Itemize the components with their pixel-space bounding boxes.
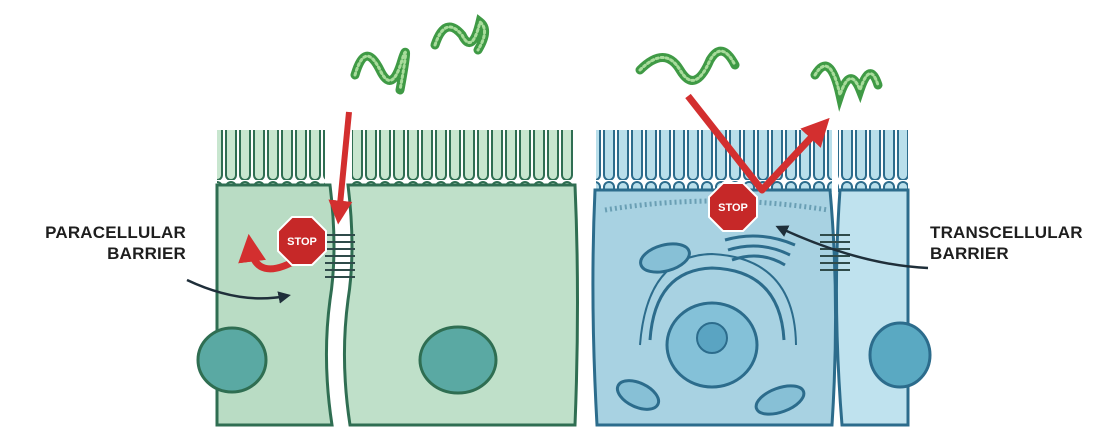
nucleus-middle bbox=[420, 327, 496, 393]
paracellular-barrier-label: PARACELLULAR BARRIER bbox=[10, 222, 186, 264]
microvilli-blue-cell bbox=[596, 130, 832, 192]
paracellular-entry-arrow bbox=[339, 112, 349, 215]
stop-sign-paracellular: STOP bbox=[278, 217, 326, 265]
stop-label-left: STOP bbox=[287, 236, 317, 248]
microvilli-middle-cell bbox=[352, 130, 574, 192]
nucleus-left bbox=[198, 328, 266, 392]
paracellular-line-1: PARACELLULAR bbox=[10, 222, 186, 243]
microvilli-right-cell bbox=[838, 130, 908, 192]
pathogen-3 bbox=[640, 51, 735, 80]
transcellular-barrier-label: TRANSCELLULAR BARRIER bbox=[930, 222, 1115, 264]
microvilli-left-cell bbox=[217, 130, 325, 192]
nucleus-right-partial bbox=[870, 323, 930, 387]
tight-junction-left bbox=[325, 235, 355, 277]
pathogen-texture bbox=[355, 22, 878, 95]
blue-cell-right bbox=[836, 190, 908, 425]
transcellular-line-2: BARRIER bbox=[930, 243, 1115, 264]
transcellular-line-1: TRANSCELLULAR bbox=[930, 222, 1115, 243]
paracellular-line-2: BARRIER bbox=[10, 243, 186, 264]
pathogen-group bbox=[355, 22, 878, 95]
stop-label-right: STOP bbox=[718, 202, 748, 214]
stop-sign-transcellular: STOP bbox=[709, 183, 757, 231]
green-cell-group bbox=[198, 130, 578, 425]
nucleolus bbox=[697, 323, 727, 353]
blue-cell-group bbox=[593, 130, 930, 425]
